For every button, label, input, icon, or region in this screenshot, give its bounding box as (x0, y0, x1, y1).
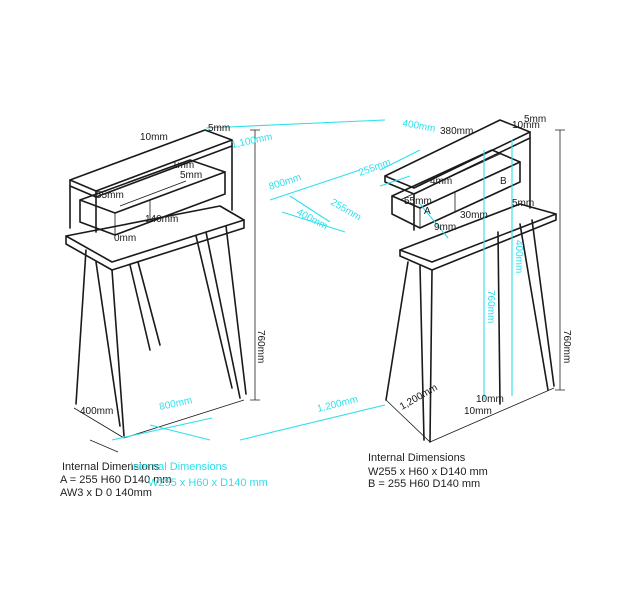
right-caption-line2: W255 x H60 x D140 mm (368, 466, 488, 478)
left-label-base-width: 800mm (158, 395, 193, 413)
right-label-top-c: 400mm (401, 118, 436, 135)
right-label-drawer-dim-c: 5mm (512, 198, 534, 209)
left-caption-line4: W255 x H60 x D140 mm (148, 477, 268, 489)
right-label-corner: 5mm (524, 114, 546, 125)
left-label-front-depth: 140mm (145, 214, 178, 225)
right-label-top-b: 10mm (512, 120, 540, 131)
left-label-top-depth: 10mm (140, 132, 168, 143)
right-label-bottom: 1,200mm (398, 382, 440, 412)
left-label-height: 760mm (255, 330, 266, 363)
right-height-dim (483, 140, 513, 400)
right-label-drawer-b: B (500, 176, 507, 187)
left-desk-drawing: 5mm 10mm 1mm 5mm 55mm 0mm 140mm 760mm 40… (65, 119, 386, 453)
right-label-drawer-dim-a: 4mm (430, 176, 452, 187)
right-label-lower: 30mm (460, 210, 488, 221)
left-label-top-width: 1,100mm (230, 132, 273, 151)
left-label-inner-depth: 0mm (114, 233, 136, 244)
right-label-leg: 10mm (476, 394, 504, 405)
left-label-top-back: 5mm (208, 123, 230, 134)
right-label-height: 760mm (561, 330, 572, 363)
left-label-drawer-h: 5mm (180, 170, 202, 181)
right-label-side-c: 400mm (513, 240, 524, 273)
right-legs (385, 219, 555, 443)
right-back-panel (413, 137, 531, 231)
left-label-shelf-depth: 1mm (172, 160, 194, 171)
left-caption-line2: Internal Dimensions (130, 461, 228, 473)
right-label-drawer-a: A (424, 206, 431, 217)
right-desk-drawing: 380mm 10mm 5mm A B 4mm 55mm 5mm 30mm 9mm… (357, 114, 572, 443)
right-label-base: 10mm (464, 406, 492, 417)
left-label-base-depth: 400mm (80, 406, 113, 417)
left-back-panel (69, 145, 233, 233)
right-caption-line3: B = 255 H60 D140 mm (368, 478, 481, 490)
left-legs (75, 225, 247, 437)
right-label-leg-c: 760mm (485, 290, 496, 323)
left-top-width-dim (205, 119, 386, 129)
right-label-inner: 9mm (434, 222, 456, 233)
left-label-span: 800mm (268, 172, 303, 193)
left-caption-line3: A = 255 H60 D140 mm (60, 474, 172, 486)
left-label-bottom: 1,200mm (316, 394, 359, 415)
left-caption-line5: AW3 x D 0 140mm (60, 487, 152, 499)
left-label-inner: 255mm (329, 197, 363, 223)
left-label-drawer-w: 55mm (96, 190, 124, 201)
right-label-drawer-dim-b: 55mm (404, 196, 432, 207)
right-caption-line1: Internal Dimensions (368, 452, 466, 464)
left-caption-line1: Internal Dimensions (62, 461, 160, 473)
right-label-top-a: 380mm (440, 126, 473, 137)
